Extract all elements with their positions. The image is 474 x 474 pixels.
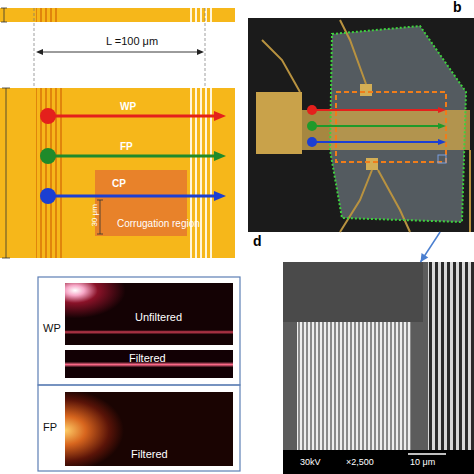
node-text: Filtered [131,448,168,460]
node-text: Corrugation region [117,218,200,229]
node-text: Unfiltered [135,311,182,323]
length-label: L =100 μm [106,35,158,47]
camera-image: Filtered [65,350,233,378]
path-label: FP [120,141,133,152]
sem-info: 30kV [300,458,321,468]
camera-image: Unfiltered [65,283,233,345]
sem-info: ×2,500 [346,458,374,468]
connector-line [421,232,441,262]
sem-panel: d [283,262,474,474]
node-text: d [253,234,262,249]
node-text: b [453,0,462,15]
corrugation-box: Corrugation region [95,170,187,236]
panel-row-label: WP [43,322,61,334]
photo-arrows [307,105,446,147]
microscope-photo [248,18,474,232]
fp-arrow [40,148,226,164]
length-dimension [36,49,204,55]
device-body [0,88,235,258]
camera-frames [38,277,240,471]
path-label: CP [112,178,126,189]
panel-row-label: FP [43,421,57,433]
node-text: Filtered [129,352,166,364]
photo-panel: b [248,18,474,232]
camera-image: Filtered [65,392,233,466]
top-strip [0,8,235,22]
path-label: WP [120,101,136,112]
arrow-head [421,253,429,262]
zoom-connector [421,232,441,262]
sem-image [283,262,474,474]
width-label: 30 μm [91,204,100,226]
scale-bar-label: 10 μm [410,458,435,468]
